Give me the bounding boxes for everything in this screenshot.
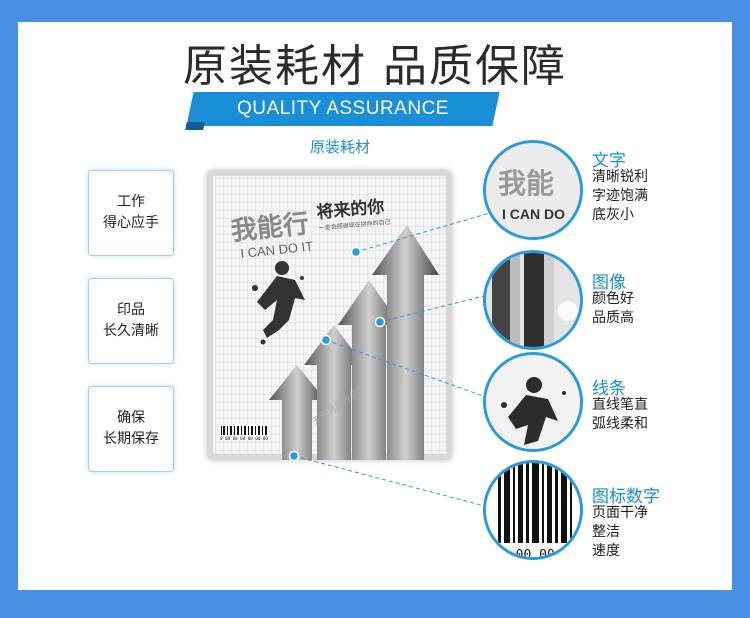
zoom-text-sample: 我能 [498, 167, 554, 200]
product-subtitle: 原装耗材 [309, 138, 370, 156]
zoom-circle-barcode: 0 00 00 [483, 460, 583, 560]
zoom-circle-text: 我能 I CAN DO [483, 140, 583, 240]
runner-silhouette [252, 261, 305, 345]
zoom-barcode-digits: 0 00 00 [500, 548, 555, 560]
zoom-text-sample-en: I CAN DO [502, 206, 565, 222]
feature-line1: 确保 [117, 410, 145, 426]
page-title: 原装耗材 品质保障 [183, 41, 567, 92]
zoom-circle-lines [483, 352, 583, 452]
detail-line: 品质高 [592, 310, 634, 326]
feature-line1: 工作 [117, 194, 145, 210]
detail-heading-lines: 线条 [592, 379, 626, 399]
feature-box-print: 印品 长久清晰 [88, 278, 174, 364]
detail-line: 清晰锐利 [592, 169, 648, 185]
feature-box-storage: 确保 长期保存 [88, 386, 174, 472]
callout-dot-image [374, 316, 386, 328]
callout-dot-lines [320, 334, 332, 346]
feature-line2: 长久清晰 [103, 323, 159, 339]
zoom-circle-image [483, 250, 583, 350]
barcode: 0 00 00 00 00 00 00 [219, 424, 269, 441]
banner-text: QUALITY ASSURANCE [237, 98, 449, 119]
detail-heading-text: 文字 [592, 151, 626, 171]
detail-body-image: 颜色好 品质高 [592, 290, 634, 328]
detail-heading-image: 图像 [592, 273, 626, 293]
detail-line: 直线笔直 [592, 397, 648, 413]
detail-line: 速度 [592, 543, 620, 559]
detail-body-text: 清晰锐利 字迹饱满 底灰小 [592, 168, 648, 225]
detail-line: 弧线柔和 [592, 416, 648, 432]
detail-line: 页面干净 [592, 505, 648, 521]
callout-dot-barcode [288, 450, 300, 462]
callout-dot-text [350, 246, 362, 258]
barcode-digits: 0 00 00 00 00 00 00 [220, 436, 268, 441]
feature-line1: 印品 [117, 302, 145, 318]
detail-line: 底灰小 [592, 207, 634, 223]
detail-body-icons: 页面干净 整洁 速度 [592, 504, 648, 561]
rising-arrows [269, 225, 439, 460]
feature-line2: 长期保存 [103, 431, 159, 447]
feature-box-work: 工作 得心应手 [88, 170, 174, 256]
detail-body-lines: 直线笔直 弧线柔和 [592, 396, 648, 434]
detail-line: 整洁 [592, 524, 620, 540]
detail-heading-icons: 图标数字 [592, 487, 660, 507]
detail-line: 字迹饱满 [592, 188, 648, 204]
feature-line2: 得心应手 [103, 215, 159, 231]
detail-line: 颜色好 [592, 291, 634, 307]
